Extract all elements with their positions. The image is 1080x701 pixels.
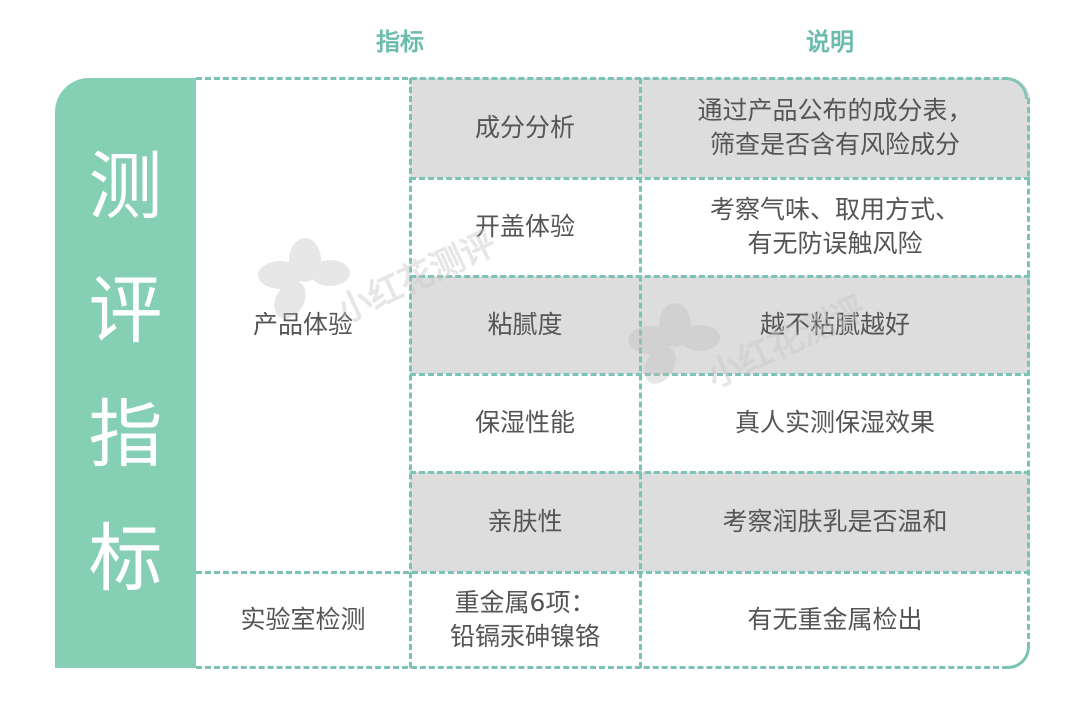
table-row-indicator: 粘腻度 xyxy=(410,276,640,374)
table-row-description: 通过产品公布的成分表， 筛查是否含有风险成分 xyxy=(640,78,1030,178)
table-row-description: 越不粘腻越好 xyxy=(640,276,1030,374)
column-header-indicator: 指标 xyxy=(376,28,424,56)
grid-line xyxy=(410,275,1030,278)
category-cell-lab-test: 实验室检测 xyxy=(196,572,410,668)
indicator-text: 亲肤性 xyxy=(487,507,563,536)
description-text: 真人实测保湿效果 xyxy=(734,408,935,437)
description-text: 越不粘腻越好 xyxy=(759,310,910,339)
table-row-description: 考察润肤乳是否温和 xyxy=(640,472,1030,572)
side-title-char: 标 xyxy=(88,516,163,602)
table-row-indicator: 亲肤性 xyxy=(410,472,640,572)
category-cell-product-experience: 产品体验 xyxy=(196,78,410,572)
indicator-text: 成分分析 xyxy=(474,113,575,142)
description-text: 考察润肤乳是否温和 xyxy=(722,507,948,536)
column-header-description: 说明 xyxy=(806,28,854,56)
grid-line xyxy=(410,177,1030,180)
grid-line xyxy=(409,78,412,668)
description-text: 考察气味、取用方式、 xyxy=(709,195,960,224)
grid-line xyxy=(196,571,1030,574)
grid-line xyxy=(410,373,1030,376)
side-title-char: 指 xyxy=(88,392,163,478)
grid-line xyxy=(410,471,1030,474)
table-row-indicator: 重金属6项： 铅镉汞砷镍铬 xyxy=(410,572,640,668)
row-shade xyxy=(410,276,1030,374)
table-row-description: 真人实测保湿效果 xyxy=(640,374,1030,472)
row-shade xyxy=(410,472,1030,572)
side-title-panel: 测 评 指 标 xyxy=(55,78,196,668)
table-row-description: 有无重金属检出 xyxy=(640,572,1030,668)
description-text: 有无重金属检出 xyxy=(747,605,923,634)
table-row-description: 考察气味、取用方式、 有无防误触风险 xyxy=(640,178,1030,276)
row-shade xyxy=(410,78,1030,178)
indicator-text: 开盖体验 xyxy=(474,212,575,241)
grid-line xyxy=(639,78,642,668)
indicator-text: 铅镉汞砷镍铬 xyxy=(449,622,600,651)
grid-line xyxy=(196,77,1008,80)
category-label: 实验室检测 xyxy=(240,605,366,634)
grid-line xyxy=(1027,98,1030,648)
side-title-char: 评 xyxy=(88,268,163,354)
description-text: 筛查是否含有风险成分 xyxy=(709,130,960,159)
table-row-indicator: 保湿性能 xyxy=(410,374,640,472)
table-row-indicator: 成分分析 xyxy=(410,78,640,178)
description-text: 通过产品公布的成分表， xyxy=(697,96,973,125)
indicator-text: 粘腻度 xyxy=(487,310,563,339)
indicator-text: 保湿性能 xyxy=(474,408,575,437)
table-row-indicator: 开盖体验 xyxy=(410,178,640,276)
evaluation-table: 产品体验 实验室检测 成分分析 通过产品公布的成分表， 筛查是否含有风险成分 开… xyxy=(196,77,1030,669)
indicator-text: 重金属6项： xyxy=(454,588,596,617)
grid-line xyxy=(196,666,1008,669)
side-title-char: 测 xyxy=(88,144,163,230)
category-label: 产品体验 xyxy=(252,310,353,339)
description-text: 有无防误触风险 xyxy=(747,229,923,258)
